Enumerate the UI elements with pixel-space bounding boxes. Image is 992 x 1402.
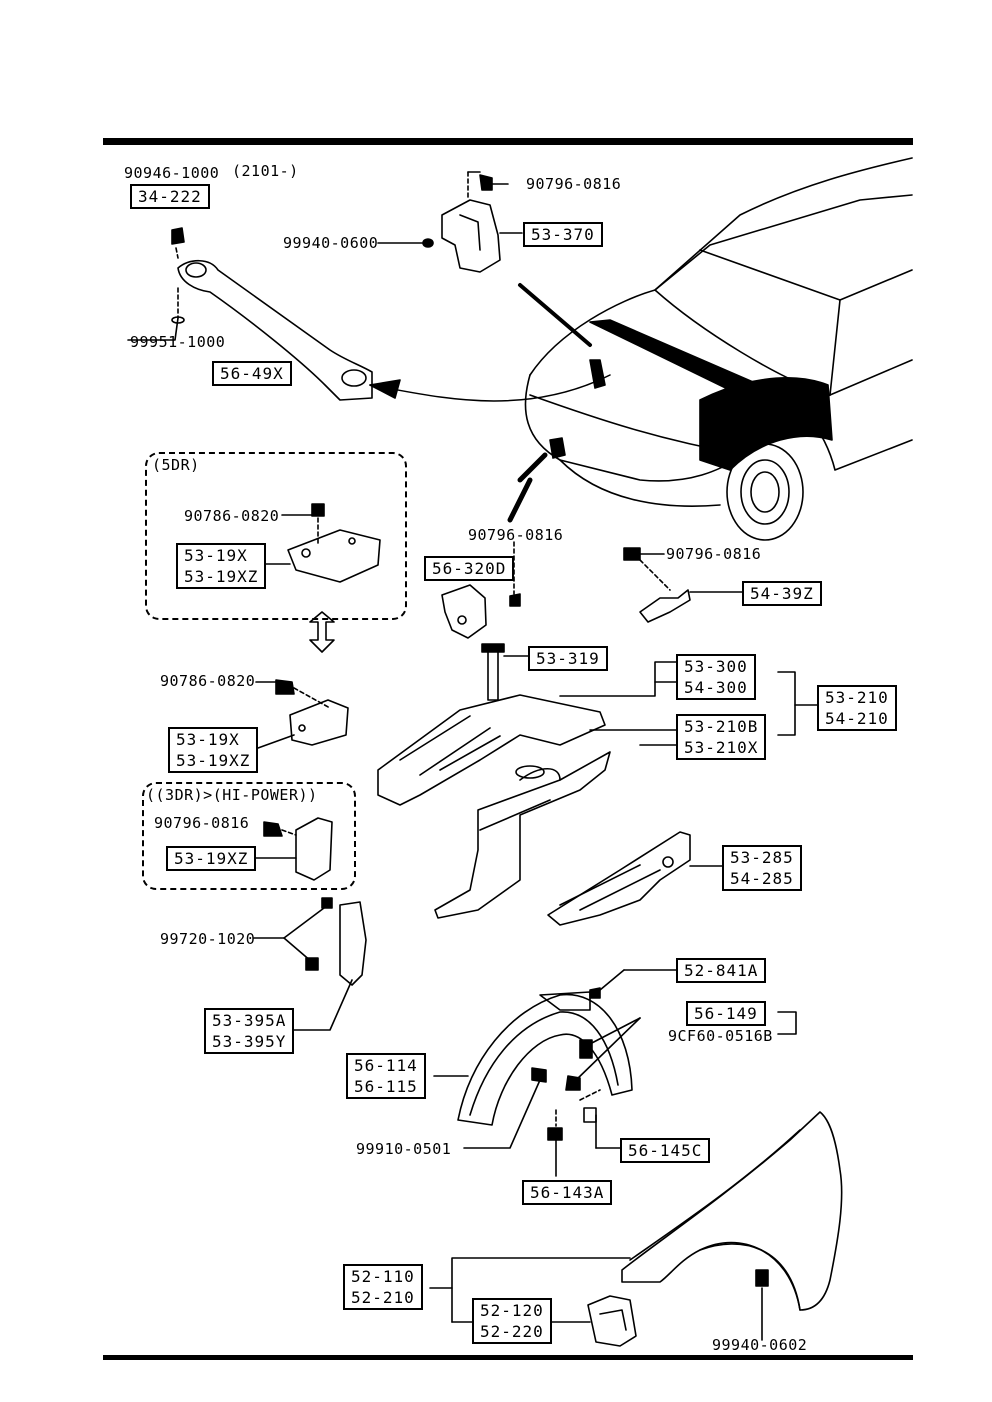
box-label: 56-115 [354,1077,418,1096]
box-label: 56-143A [530,1183,605,1202]
box-label: 53-395Y [212,1032,287,1051]
part-box-54-39z: 54-39Z [742,581,822,606]
part-label-90796-0816-top: 90796-0816 [526,175,622,193]
part-box-53-19x-5dr: 53-19X 53-19XZ [176,543,267,589]
box-label: 53-210X [684,738,759,757]
box-label: 53-210 [825,688,889,707]
box-label: 54-210 [825,709,889,728]
box-label: 56-145C [628,1141,703,1160]
box-label: 53-395A [212,1011,287,1030]
box-label: 56-149 [694,1004,758,1023]
part-box-56-320d: 56-320D [424,556,515,581]
part-box-53-19x-alt: 53-19X 53-19XZ [168,727,259,773]
part-label-90946-1000: 90946-1000 [124,164,220,182]
part-box-53-370: 53-370 [523,222,603,247]
box-label: 52-841A [684,961,759,980]
part-box-53-285: 53-285 54-285 [722,845,802,891]
part-label-9cf60-0516b: 9CF60-0516B [668,1027,773,1045]
box-label: 52-110 [351,1267,415,1286]
part-box-53-300: 53-300 54-300 [676,654,756,700]
part-box-53-210: 53-210 54-210 [817,685,897,731]
part-label-99940-0602: 99940-0602 [712,1336,808,1354]
part-box-56-149: 56-149 [686,1001,766,1026]
part-box-56-145c: 56-145C [620,1138,711,1163]
part-label-99720-1020: 99720-1020 [160,930,256,948]
box-label: 54-39Z [750,584,814,603]
group-5dr [145,452,407,620]
box-label: 56-114 [354,1056,418,1075]
serial-note: (2101-) [232,162,299,180]
part-box-53-210b: 53-210B 53-210X [676,714,767,760]
part-box-52-841a: 52-841A [676,958,767,983]
group-3dr-title: ((3DR)>(HI-POWER)) [146,786,318,804]
box-label: 53-319 [536,649,600,668]
box-label: 52-120 [480,1301,544,1320]
part-label-99910-0501: 99910-0501 [356,1140,452,1158]
box-label: 56-320D [432,559,507,578]
part-box-53-395a: 53-395A 53-395Y [204,1008,295,1054]
box-label: 54-285 [730,869,794,888]
part-label-90786-0820-5dr: 90786-0820 [184,507,280,525]
group-3dr-hi-power [142,782,356,890]
part-box-56-49x: 56-49X [212,361,292,386]
box-label: 34-222 [138,187,202,206]
part-label-90796-0816-3dr: 90796-0816 [154,814,250,832]
part-label-90796-0816-mid2: 90796-0816 [666,545,762,563]
part-box-52-120: 52-120 52-220 [472,1298,552,1344]
group-5dr-title: (5DR) [152,456,200,474]
part-box-34-222: 34-222 [130,184,210,209]
part-box-52-110: 52-110 52-210 [343,1264,423,1310]
part-label-99951-1000: 99951-1000 [130,333,226,351]
box-label: 53-19X [176,730,240,749]
part-label-90796-0816-mid1: 90796-0816 [468,526,564,544]
box-label: 52-220 [480,1322,544,1341]
box-label: 56-49X [220,364,284,383]
box-label: 52-210 [351,1288,415,1307]
part-box-53-319: 53-319 [528,646,608,671]
part-box-56-143a: 56-143A [522,1180,613,1205]
part-label-99940-0600: 99940-0600 [283,234,379,252]
box-label: 53-19XZ [174,849,249,868]
box-label: 53-285 [730,848,794,867]
part-box-53-19xz-3dr: 53-19XZ [166,846,257,871]
box-label: 53-300 [684,657,748,676]
box-label: 53-370 [531,225,595,244]
part-label-90786-0820-alt: 90786-0820 [160,672,256,690]
box-label: 53-210B [684,717,759,736]
part-box-56-114: 56-114 56-115 [346,1053,426,1099]
box-label: 54-300 [684,678,748,697]
box-label: 53-19XZ [176,751,251,770]
box-label: 53-19X [184,546,248,565]
box-label: 53-19XZ [184,567,259,586]
